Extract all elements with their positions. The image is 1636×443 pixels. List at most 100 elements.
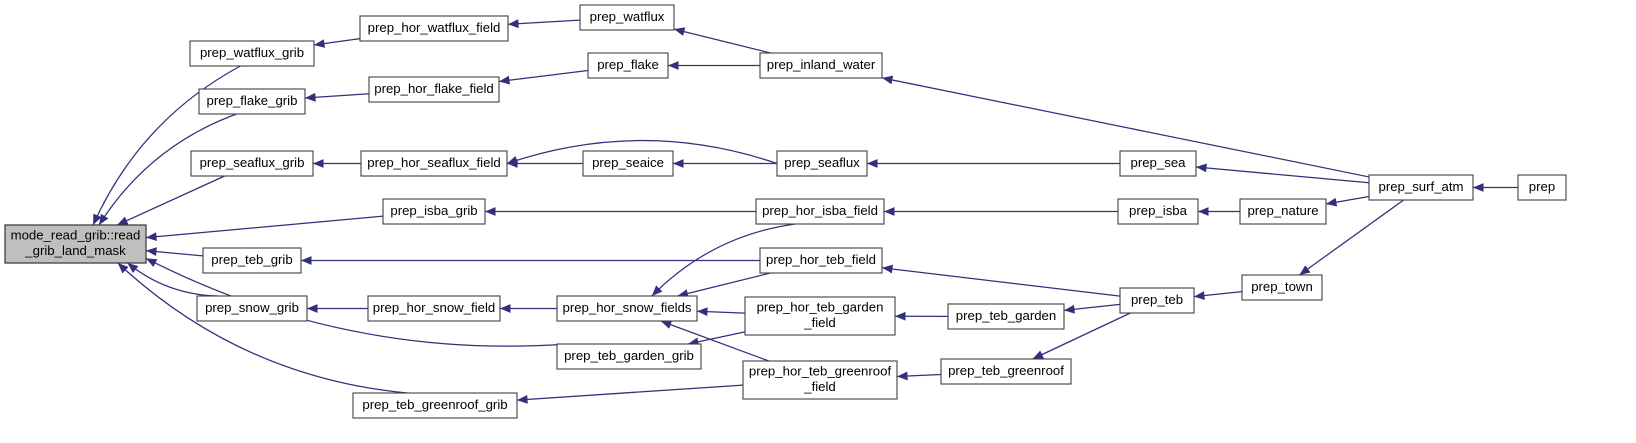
node-box[interactable]	[582, 150, 674, 177]
graph-node-prep-hor-teb-field[interactable]: prep_hor_teb_field	[759, 247, 883, 274]
edge-path	[98, 113, 237, 226]
node-box[interactable]	[1517, 174, 1567, 201]
graph-node-prep-teb-greenroof[interactable]: prep_teb_greenroof	[940, 358, 1072, 385]
graph-node-root[interactable]: mode_read_grib::read_grib_land_mask	[4, 224, 147, 264]
node-box[interactable]	[190, 150, 314, 177]
edge-arrowhead	[673, 159, 684, 168]
node-box[interactable]	[742, 360, 898, 400]
edge-path	[660, 320, 769, 362]
graph-edge	[881, 264, 1121, 297]
node-label: prep_hor_flake_field	[374, 81, 494, 96]
graph-node-prep-hor-watflux-field[interactable]: prep_hor_watflux_field	[359, 15, 509, 42]
node-box[interactable]	[587, 52, 669, 79]
graph-node-prep-hor-isba-field[interactable]: prep_hor_isba_field	[755, 198, 885, 225]
node-label: prep_isba_grib	[390, 203, 477, 218]
edge-arrowhead	[1064, 304, 1075, 314]
graph-node-prep-isba-grib[interactable]: prep_isba_grib	[382, 198, 486, 225]
graph-node-prep-town[interactable]: prep_town	[1241, 274, 1323, 301]
node-box[interactable]	[382, 198, 486, 225]
node-box[interactable]	[367, 295, 501, 322]
graph-node-prep-sea[interactable]: prep_sea	[1119, 150, 1197, 177]
graph-edge	[516, 384, 744, 404]
graph-node-prep-seaflux-grib[interactable]: prep_seaflux_grib	[190, 150, 314, 177]
graph-node-prep-hor-flake-field[interactable]: prep_hor_flake_field	[368, 76, 500, 103]
graph-node-prep-teb[interactable]: prep_teb	[1119, 287, 1195, 314]
graph-edge	[506, 140, 778, 165]
node-box[interactable]	[202, 247, 302, 274]
edge-layer	[92, 19, 1518, 404]
node-label: prep_teb	[1131, 292, 1183, 307]
edge-arrowhead	[1196, 163, 1207, 173]
graph-edge	[304, 92, 370, 102]
edge-path	[1299, 199, 1404, 276]
graph-node-prep-inland-water[interactable]: prep_inland_water	[759, 52, 883, 79]
node-label: _field	[803, 315, 836, 330]
edge-arrowhead	[307, 304, 318, 313]
graph-node-prep-surf-atm[interactable]: prep_surf_atm	[1368, 174, 1474, 201]
edge-path	[881, 267, 1121, 297]
graph-node-prep-teb-garden[interactable]: prep_teb_garden	[947, 303, 1065, 330]
node-box[interactable]	[1117, 198, 1199, 225]
graph-edge	[485, 207, 756, 216]
edge-path	[304, 93, 370, 99]
node-box[interactable]	[556, 343, 702, 370]
edge-path	[507, 19, 581, 25]
graph-node-prep[interactable]: prep	[1517, 174, 1567, 201]
node-box[interactable]	[1241, 274, 1323, 301]
node-box[interactable]	[947, 303, 1065, 330]
node-label: prep_teb_greenroof	[948, 363, 1064, 378]
node-label: prep_inland_water	[767, 57, 876, 72]
node-box[interactable]	[579, 4, 675, 31]
node-box[interactable]	[196, 295, 308, 322]
edge-arrowhead	[146, 232, 157, 242]
node-label: prep_hor_teb_greenroof	[749, 364, 892, 379]
graph-node-prep-hor-snow-field[interactable]: prep_hor_snow_field	[367, 295, 501, 322]
graph-node-prep-watflux[interactable]: prep_watflux	[579, 4, 675, 31]
edge-arrowhead	[305, 92, 316, 102]
node-box[interactable]	[352, 392, 518, 419]
graph-node-prep-teb-garden-grib[interactable]: prep_teb_garden_grib	[556, 343, 702, 370]
graph-edge	[117, 262, 408, 394]
graph-node-prep-isba[interactable]: prep_isba	[1117, 198, 1199, 225]
node-box[interactable]	[1239, 198, 1327, 225]
node-box[interactable]	[359, 15, 509, 42]
graph-node-prep-seaice[interactable]: prep_seaice	[582, 150, 674, 177]
node-label: _grib_land_mask	[24, 243, 126, 258]
node-box[interactable]	[189, 40, 315, 67]
edge-path	[506, 140, 778, 165]
node-box[interactable]	[776, 150, 868, 177]
node-box[interactable]	[1119, 287, 1195, 314]
node-box[interactable]	[940, 358, 1072, 385]
node-box[interactable]	[755, 198, 885, 225]
graph-node-prep-nature[interactable]: prep_nature	[1239, 198, 1327, 225]
graph-node-prep-teb-greenroof-grib[interactable]: prep_teb_greenroof_grib	[352, 392, 518, 419]
graph-node-prep-hor-seaflux-field[interactable]: prep_hor_seaflux_field	[360, 150, 508, 177]
node-box[interactable]	[556, 295, 698, 322]
node-box[interactable]	[198, 88, 306, 115]
edge-path	[673, 28, 771, 54]
graph-node-prep-hor-snow-fields[interactable]: prep_hor_snow_fields	[556, 295, 698, 322]
graph-node-prep-hor-teb-greenroof-field[interactable]: prep_hor_teb_greenroof_field	[742, 360, 898, 400]
graph-edge	[500, 304, 557, 313]
node-box[interactable]	[368, 76, 500, 103]
node-box[interactable]	[759, 247, 883, 274]
node-box[interactable]	[1368, 174, 1474, 201]
node-box[interactable]	[1119, 150, 1197, 177]
node-box[interactable]	[759, 52, 883, 79]
graph-node-prep-snow-grib[interactable]: prep_snow_grib	[196, 295, 308, 322]
graph-node-prep-watflux-grib[interactable]: prep_watflux_grib	[189, 40, 315, 67]
graph-node-prep-flake[interactable]: prep_flake	[587, 52, 669, 79]
edge-arrowhead	[508, 19, 519, 29]
graph-node-prep-teb-grib[interactable]: prep_teb_grib	[202, 247, 302, 274]
node-box[interactable]	[360, 150, 508, 177]
node-label: prep_hor_teb_garden	[757, 300, 884, 315]
edge-arrowhead	[884, 207, 895, 216]
edge-arrowhead	[117, 263, 129, 274]
edge-arrowhead	[897, 371, 908, 381]
graph-node-prep-seaflux[interactable]: prep_seaflux	[776, 150, 868, 177]
graph-node-prep-flake-grib[interactable]: prep_flake_grib	[198, 88, 306, 115]
graph-edge	[881, 75, 1370, 178]
node-box[interactable]	[4, 224, 147, 264]
node-box[interactable]	[744, 296, 896, 336]
graph-node-prep-hor-teb-garden-field[interactable]: prep_hor_teb_garden_field	[744, 296, 896, 336]
